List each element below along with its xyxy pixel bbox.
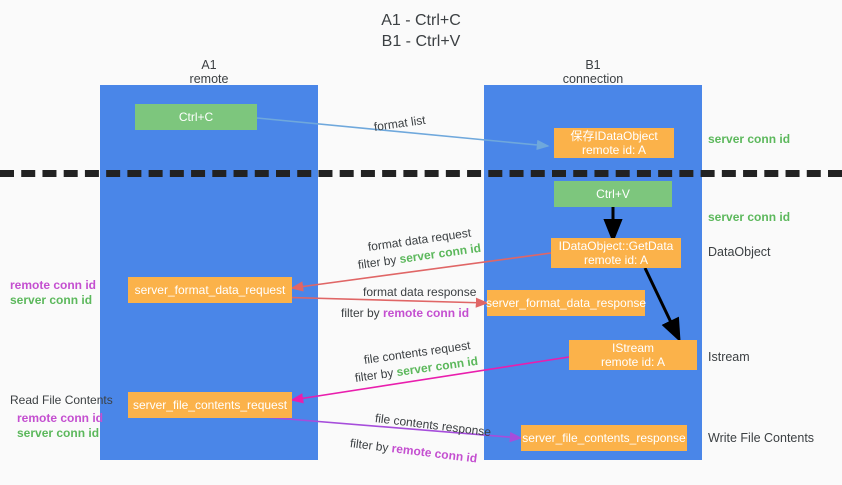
node-server-format-data-response-label: server_format_data_response — [485, 296, 647, 310]
node-idataobject-getdata-line2: remote id: A — [583, 253, 649, 267]
label-remote-conn-id-2: remote conn id — [17, 411, 104, 425]
label-server-conn-id-1: server conn id — [10, 293, 93, 307]
node-server-file-contents-response-label: server_file_contents_response — [522, 431, 686, 445]
flow-label-format-list: format list — [373, 113, 427, 135]
filter-by-remote-conn-id-2: remote conn id — [390, 441, 478, 466]
node-idataobject-getdata-line1: IDataObject::GetData — [558, 239, 674, 253]
flow-label-format-list-text: format list — [372, 112, 427, 134]
node-save-idataobject[interactable]: 保存IDataObject remote id: A — [554, 128, 674, 158]
node-ctrl-v-label: Ctrl+V — [596, 187, 630, 201]
label-remote-conn-id-1: remote conn id — [10, 278, 97, 292]
node-server-file-contents-response[interactable]: server_file_contents_response — [521, 425, 687, 451]
column-header-b1-name: B1 — [585, 58, 601, 72]
filter-by-prefix-4: filter by — [349, 436, 393, 456]
title-line-1: A1 - Ctrl+C — [381, 12, 461, 29]
node-idataobject-getdata[interactable]: IDataObject::GetData remote id: A — [551, 238, 681, 268]
label-server-conn-id-2: server conn id — [17, 426, 100, 440]
label-server-conn-id-top: server conn id — [708, 132, 791, 146]
node-istream[interactable]: IStream remote id: A — [569, 340, 697, 370]
label-server-conn-id-mid: server conn id — [708, 210, 791, 224]
label-istream: Istream — [708, 350, 750, 364]
flow-label-file-contents-response-text: file contents response — [374, 411, 492, 440]
node-ctrl-v[interactable]: Ctrl+V — [554, 181, 672, 207]
node-server-format-data-response[interactable]: server_format_data_response — [485, 290, 647, 316]
diagram-title: A1 - Ctrl+C B1 - Ctrl+V — [0, 10, 842, 52]
node-server-format-data-request-label: server_format_data_request — [134, 283, 286, 297]
node-server-file-contents-request-label: server_file_contents_request — [132, 398, 288, 412]
filter-by-prefix-1: filter by — [356, 252, 401, 272]
label-dataobject: DataObject — [708, 245, 771, 259]
node-ctrl-c-label: Ctrl+C — [178, 110, 214, 124]
flow-label-format-data-response: format data response — [363, 285, 476, 300]
node-server-format-data-request[interactable]: server_format_data_request — [128, 277, 292, 303]
column-header-a1-name: A1 — [201, 58, 217, 72]
title-line-2: B1 - Ctrl+V — [381, 33, 461, 50]
label-read-file-contents: Read File Contents — [10, 393, 113, 407]
node-save-idataobject-line1: 保存IDataObject — [570, 129, 658, 143]
node-save-idataobject-line2: remote id: A — [581, 143, 647, 157]
label-write-file-contents: Write File Contents — [708, 431, 815, 445]
flow-label-filter-by-remote-conn-id-2: filter by remote conn id — [349, 436, 478, 466]
flow-label-filter-by-remote-conn-id-1: filter by remote conn id — [341, 306, 469, 321]
column-header-b1: B1 connection — [484, 58, 702, 86]
node-istream-line2: remote id: A — [600, 355, 666, 369]
filter-by-prefix-3: filter by — [353, 365, 398, 385]
node-ctrl-c[interactable]: Ctrl+C — [135, 104, 257, 130]
filter-by-prefix-2: filter by — [341, 306, 384, 320]
column-header-b1-subtitle: connection — [562, 72, 624, 86]
flow-label-format-data-response-text: format data response — [363, 285, 477, 299]
node-server-file-contents-request[interactable]: server_file_contents_request — [128, 392, 292, 418]
column-header-a1: A1 remote — [100, 58, 318, 86]
node-istream-line1: IStream — [611, 341, 654, 355]
column-header-a1-subtitle: remote — [189, 72, 229, 86]
filter-by-remote-conn-id-1: remote conn id — [383, 306, 470, 320]
flow-label-file-contents-response: file contents response — [374, 411, 492, 440]
phase-separator-line — [0, 170, 842, 177]
